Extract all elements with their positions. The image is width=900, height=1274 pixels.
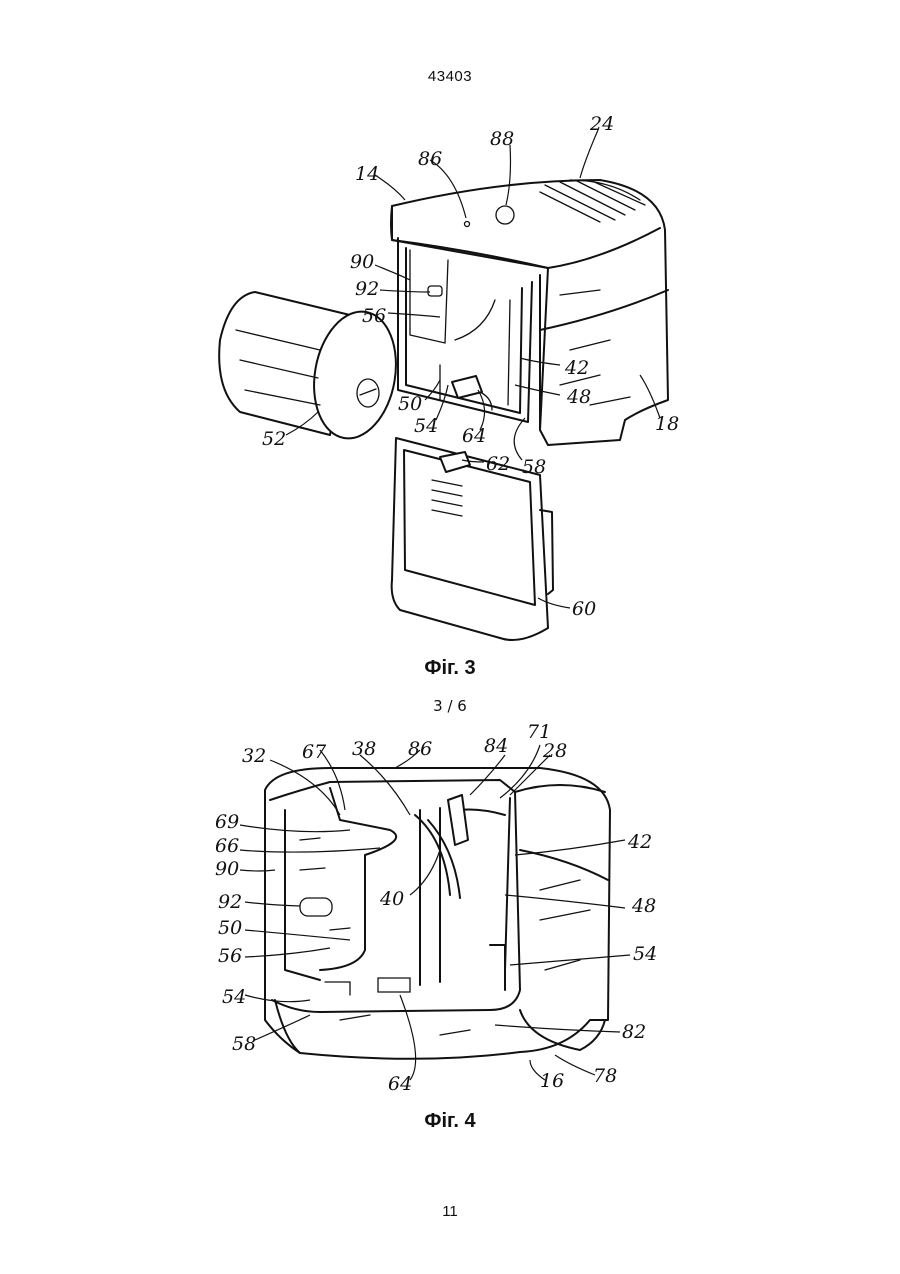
label-86: 86 <box>408 738 432 760</box>
label-56: 56 <box>362 305 386 327</box>
label-64: 64 <box>462 425 486 447</box>
label-32: 32 <box>242 745 266 767</box>
label-90: 90 <box>350 251 374 273</box>
label-48: 48 <box>566 386 591 408</box>
label-50: 50 <box>218 917 242 939</box>
label-48: 48 <box>631 895 656 917</box>
label-82: 82 <box>622 1021 646 1043</box>
label-18: 18 <box>655 413 679 435</box>
label-54: 54 <box>414 415 438 437</box>
label-64: 64 <box>388 1073 412 1095</box>
label-86: 86 <box>418 148 442 170</box>
label-42: 42 <box>564 357 589 379</box>
label-42: 42 <box>627 831 652 853</box>
label-84: 84 <box>484 735 508 757</box>
label-28: 28 <box>542 740 567 762</box>
label-56: 56 <box>218 945 242 967</box>
dispenser-housing <box>391 180 668 445</box>
label-58: 58 <box>522 456 546 478</box>
label-88: 88 <box>490 128 514 150</box>
label-54-left: 54 <box>222 986 246 1008</box>
label-92: 92 <box>218 891 242 913</box>
figure-4-drawing: 32 67 38 86 84 71 28 69 66 90 92 50 56 5… <box>0 720 900 1110</box>
label-24: 24 <box>589 113 614 135</box>
label-60: 60 <box>572 598 596 620</box>
figure-3-drawing: 14 86 88 24 90 92 56 42 48 50 54 64 58 5… <box>0 100 900 650</box>
label-16: 16 <box>540 1070 564 1092</box>
label-52: 52 <box>262 428 286 450</box>
sheet-number: 3 / 6 <box>0 697 900 715</box>
label-92: 92 <box>355 278 379 300</box>
label-58: 58 <box>232 1033 256 1055</box>
label-62: 62 <box>486 453 510 475</box>
label-40: 40 <box>379 888 404 910</box>
label-66: 66 <box>215 835 239 857</box>
label-50: 50 <box>398 393 422 415</box>
label-54-right: 54 <box>633 943 657 965</box>
document-number: 43403 <box>0 68 900 85</box>
label-14: 14 <box>355 163 379 185</box>
label-78: 78 <box>593 1065 617 1087</box>
dispenser-open-view <box>265 768 610 1059</box>
figure-3-caption: Фіг. 3 <box>0 657 900 680</box>
label-38: 38 <box>352 738 376 760</box>
label-67: 67 <box>302 741 327 763</box>
page-number: 11 <box>0 1203 900 1220</box>
figure-4-caption: Фіг. 4 <box>0 1110 900 1133</box>
label-69: 69 <box>215 811 239 833</box>
label-90: 90 <box>215 858 239 880</box>
